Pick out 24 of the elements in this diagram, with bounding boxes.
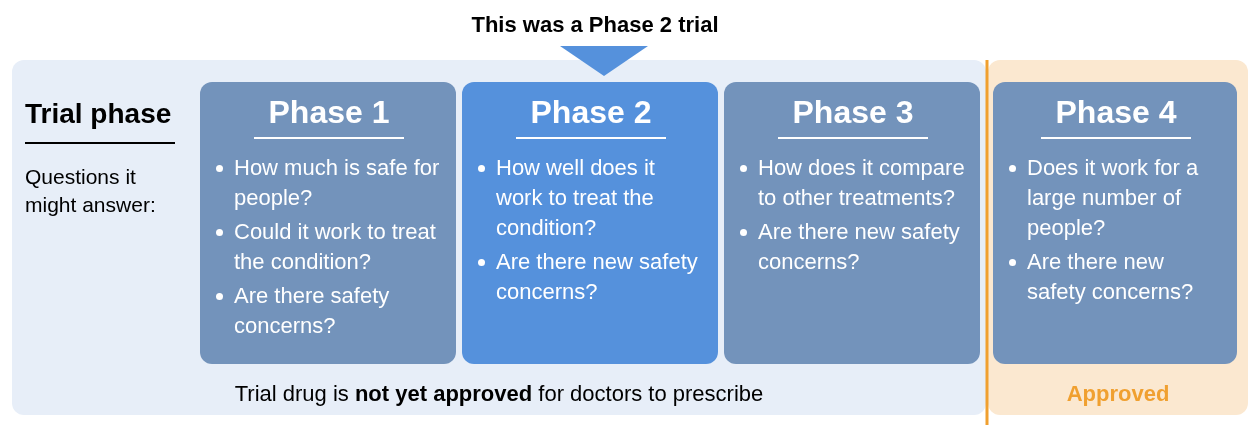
title-text: This was a Phase 2 trial — [470, 12, 720, 38]
bullet-text: Are there safety concerns? — [234, 283, 390, 338]
phase-heading: Phase 4 — [1041, 94, 1191, 139]
phase-heading: Phase 1 — [254, 94, 404, 139]
footer-text: Trial drug is not yet approved for doctors to prescribe — [233, 381, 765, 407]
bullet-text: How much is safe for people? — [234, 155, 440, 210]
approved-region — [988, 60, 1248, 415]
row-heading: Trial phase — [25, 98, 175, 144]
phase-card — [462, 82, 718, 364]
bullet-text: Are there new safety concerns? — [1027, 249, 1194, 304]
bullet-text: How does it compare to other treatments? — [758, 155, 965, 210]
bullet-text: Could it work to treat the condition? — [234, 219, 436, 274]
bullet-text: Are there new safety concerns? — [496, 249, 698, 304]
row-subheading: Questions it might answer: — [25, 164, 157, 218]
phase-heading: Phase 2 — [516, 94, 666, 139]
phase-card — [200, 82, 456, 364]
bullet-text: Does it work for a large number of people? — [1027, 155, 1199, 240]
phase-heading: Phase 3 — [778, 94, 928, 139]
bullet-text: Are there new safety concerns? — [758, 219, 960, 274]
bullet-text: How well does it work to treat the condition? — [496, 155, 655, 240]
phase-card — [993, 82, 1237, 364]
footer-text: Approved — [1065, 381, 1171, 407]
phase-card — [724, 82, 980, 364]
not-approved-region — [12, 60, 986, 415]
